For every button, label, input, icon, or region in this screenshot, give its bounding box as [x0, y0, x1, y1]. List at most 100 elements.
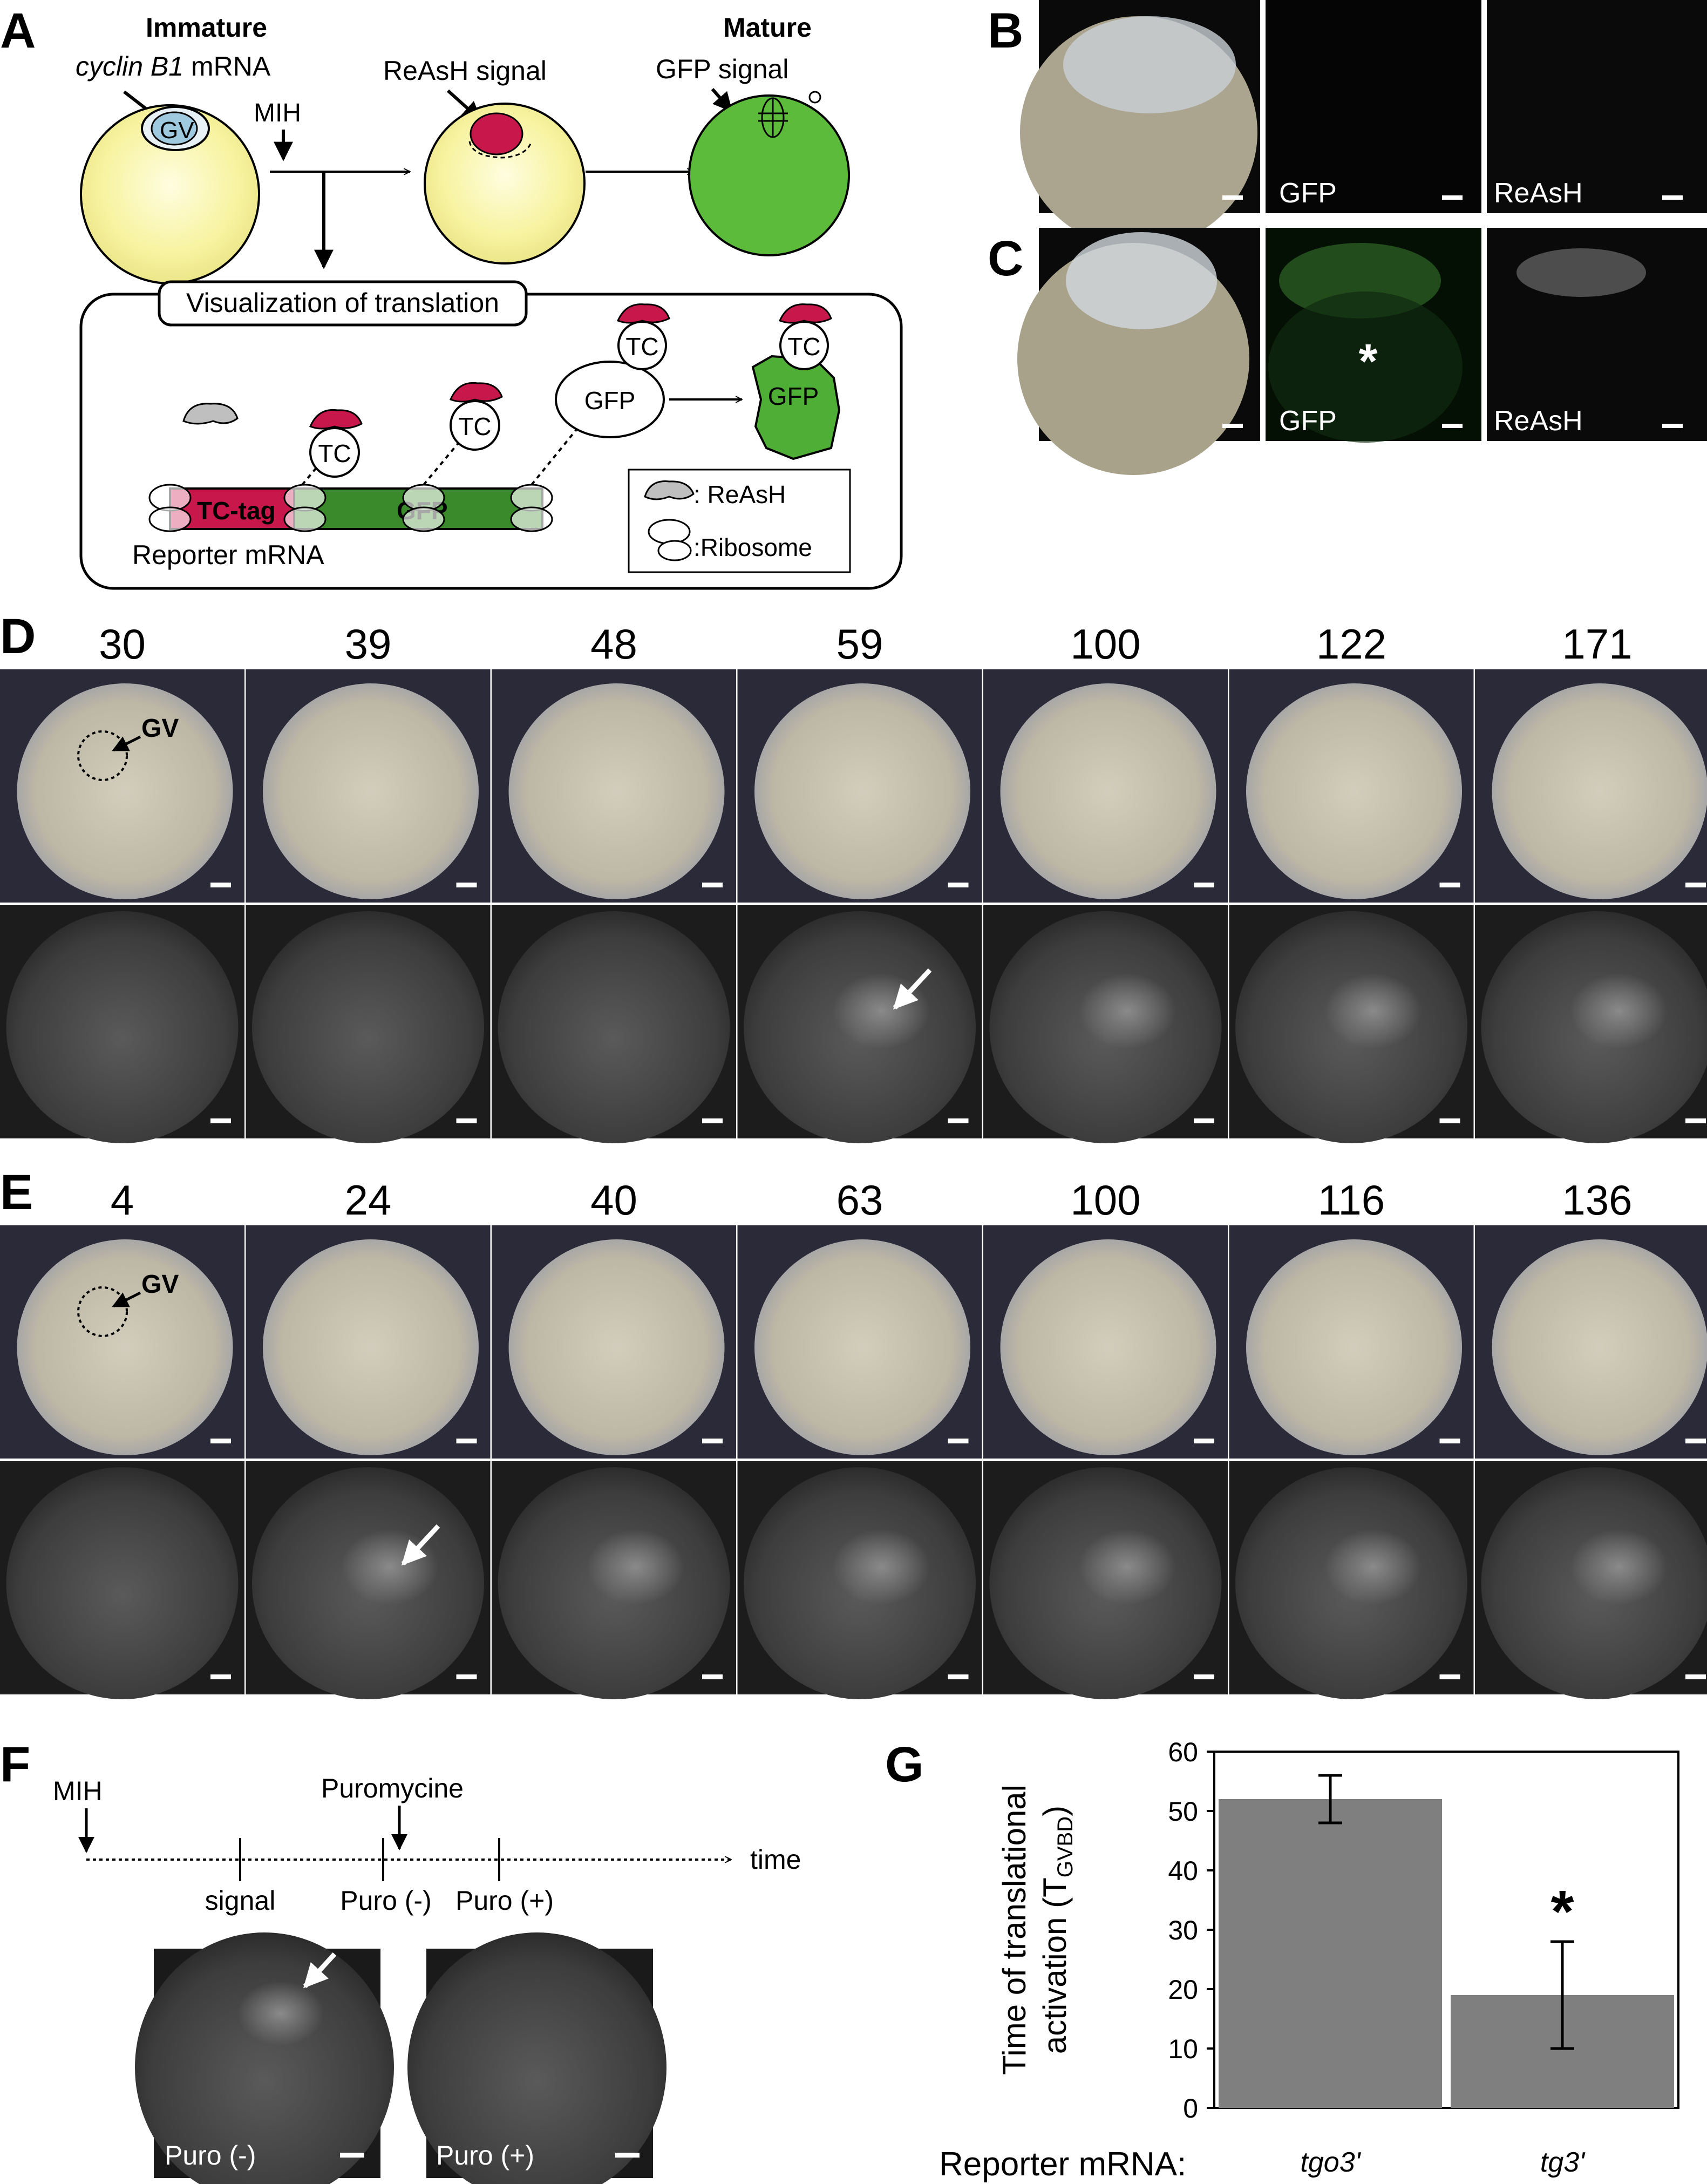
- gv-outline: [77, 1286, 128, 1337]
- oocyte-brightfield: [17, 1239, 233, 1455]
- reash-signal-spot: [1324, 1529, 1422, 1605]
- scale-bar: [210, 1118, 231, 1123]
- scale-bar: [1685, 1118, 1706, 1123]
- y-tick-label-0: 0: [1183, 2093, 1198, 2124]
- ylabel-part: activation (T: [1037, 1877, 1073, 2054]
- reash-signal-spot: [1324, 973, 1422, 1049]
- tc-tag-label: TC-tag: [197, 497, 276, 525]
- scale-bar: [1194, 1118, 1214, 1123]
- scale-bar: [948, 883, 969, 887]
- gfp-signal-label: GFP signal: [656, 54, 788, 84]
- scale-bar: [210, 883, 231, 887]
- oocyte-brightfield: [1492, 683, 1707, 899]
- reash-signal-spot: [833, 1529, 930, 1605]
- reporter-mrna-label: Reporter mRNA: [132, 540, 324, 570]
- oocyte-brightfield: [754, 1239, 970, 1455]
- scale-bar: [948, 1439, 969, 1443]
- y-tick-label-2: 20: [1168, 1975, 1198, 2005]
- f-img-minus-label: Puro (-): [165, 2140, 256, 2171]
- legend-ribosome: :Ribosome: [693, 533, 812, 561]
- label-b: B: [988, 3, 1023, 58]
- scale-bar: [456, 1674, 477, 1679]
- category-label-1: tg3': [1540, 2147, 1586, 2178]
- oocyte-brightfield: [17, 683, 233, 899]
- oocyte-brightfield: [1246, 1239, 1462, 1455]
- y-tick-label-5: 50: [1168, 1796, 1198, 1827]
- time-label-panel_e-2: 40: [590, 1176, 637, 1224]
- reash-signal-spot: [587, 1529, 684, 1605]
- significance-asterisk: *: [1551, 1878, 1574, 1945]
- reash-signal-spot: [1570, 973, 1668, 1049]
- f-signal-label: signal: [205, 1885, 276, 1916]
- time-label-panel_d-4: 100: [1070, 620, 1140, 668]
- oocyte-brightfield: [754, 683, 970, 899]
- time-label-panel_d-3: 59: [837, 620, 883, 668]
- scale-bar: [1439, 1674, 1460, 1679]
- gv-label: GV: [141, 1270, 179, 1299]
- c-gfp-label: GFP: [1279, 405, 1337, 437]
- tc-label-1: TC: [318, 439, 351, 467]
- f-img-plus-label: Puro (+): [436, 2140, 534, 2171]
- c-asterisk: *: [1358, 335, 1377, 389]
- panel-b-micrographs: GFP ReAsH: [1020, 0, 1707, 248]
- immature-label: Immature: [146, 12, 267, 43]
- oocyte-brightfield: [1246, 683, 1462, 899]
- oocyte-brightfield: [1000, 1239, 1216, 1455]
- category-label-0: tgo3': [1300, 2147, 1361, 2178]
- scale-bar: [702, 1439, 723, 1443]
- oocyte-brightfield: [508, 1239, 725, 1455]
- oocyte-fluorescence: [6, 911, 239, 1143]
- tc-label-3: TC: [625, 333, 658, 361]
- time-label-panel_e-6: 136: [1562, 1176, 1632, 1224]
- ylabel-close: ): [1037, 1806, 1073, 1816]
- ribosomes: [148, 484, 553, 532]
- visualization-title: Visualization of translation: [186, 288, 499, 318]
- ylabel-subscript: GVBD: [1053, 1816, 1077, 1877]
- scale-bar: [210, 1674, 231, 1679]
- bar-0: [1219, 1799, 1442, 2108]
- b-reash-label: ReAsH: [1494, 178, 1583, 209]
- f-time-label: time: [750, 1844, 801, 1875]
- scale-bar: [1194, 883, 1214, 887]
- oocyte-brightfield: [1000, 683, 1216, 899]
- gv-label: GV: [160, 117, 194, 144]
- b-gfp-label: GFP: [1279, 178, 1337, 209]
- cyclin-label: cyclin B1 mRNA: [76, 51, 271, 82]
- gv-outline: [77, 730, 128, 781]
- y-tick-label-1: 10: [1168, 2034, 1198, 2064]
- gv-label: GV: [141, 714, 179, 743]
- label-d: D: [0, 609, 36, 664]
- scale-bar: [1194, 1439, 1214, 1443]
- scale-bar: [948, 1118, 969, 1123]
- oocyte-brightfield: [1492, 1239, 1707, 1455]
- y-axis-label-line1: Time of translational: [996, 1785, 1032, 2075]
- scale-bar: [1685, 1439, 1706, 1443]
- time-label-panel_d-6: 171: [1562, 620, 1632, 668]
- oocyte-fluorescence: [498, 911, 730, 1143]
- signal-arrow: [401, 1524, 440, 1566]
- scale-bar: [1685, 1674, 1706, 1679]
- scale-bar: [1194, 1674, 1214, 1679]
- spindle-icon: [758, 97, 788, 138]
- y-tick-label-6: 60: [1168, 1737, 1198, 1767]
- oocyte-brightfield: [508, 683, 725, 899]
- mih-label: MIH: [254, 99, 301, 127]
- label-g: G: [885, 1737, 924, 1792]
- scale-bar: [456, 1439, 477, 1443]
- c-reash-label: ReAsH: [1494, 405, 1583, 437]
- mature-oocyte: [688, 94, 850, 256]
- reash-spot: [470, 112, 523, 155]
- f-puromycine-label: Puromycine: [321, 1773, 464, 1803]
- scale-bar: [1685, 883, 1706, 887]
- free-reash-icon: [182, 403, 239, 425]
- time-label-panel_e-0: 4: [111, 1176, 134, 1224]
- panel-letters: A B C D E F G: [0, 3, 1023, 1792]
- time-label-panel_e-4: 100: [1070, 1176, 1140, 1224]
- panel-c-micrographs: * GFP ReAsH: [1017, 228, 1707, 475]
- scale-bar: [456, 1118, 477, 1123]
- y-tick-label-3: 30: [1168, 1915, 1198, 1945]
